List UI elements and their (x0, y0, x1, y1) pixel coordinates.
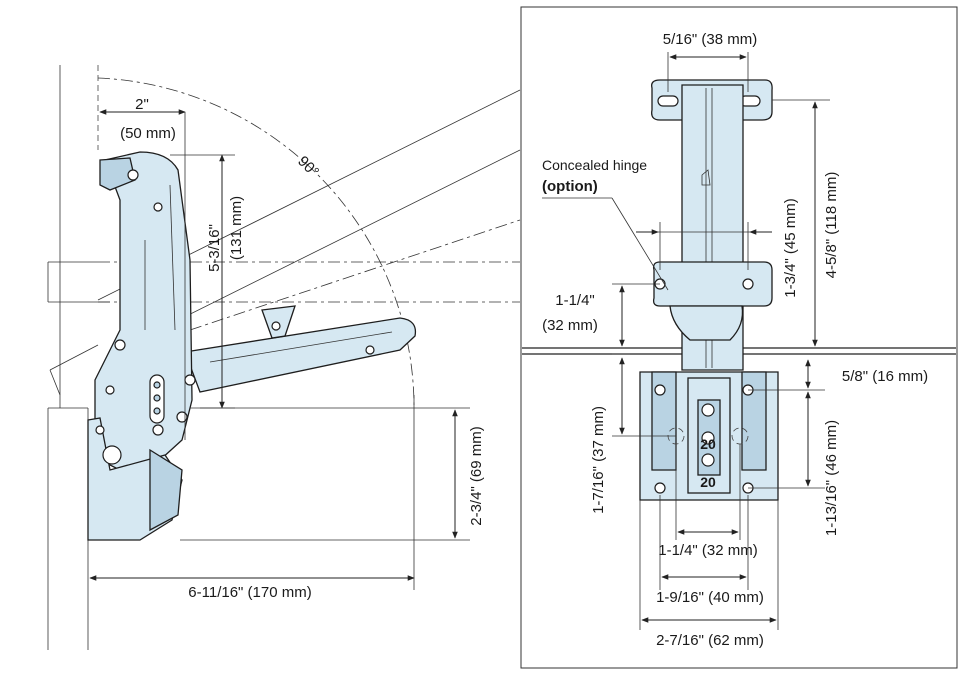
dim-width-62: 2-7/16" (62 mm) (656, 632, 764, 649)
concealed-hinge-label: Concealed hinge (542, 157, 647, 173)
dim-depth: 2-3/4" (69 mm) (468, 426, 485, 526)
dim-height-in: 5-3/16" (206, 224, 223, 272)
dim-hinge-spacing: 1-3/4" (45 mm) (782, 198, 799, 298)
plate-mark-lower: 20 (700, 474, 716, 490)
concealed-hinge-option: (option) (542, 178, 598, 195)
dim-bracket-width: 5/16" (38 mm) (663, 31, 758, 48)
dim-width-40: 1-9/16" (40 mm) (656, 589, 764, 606)
dim-gap: 5/8" (16 mm) (842, 368, 928, 385)
dim-offset-in: 1-1/4" (555, 292, 595, 309)
right-view-frame (520, 6, 958, 669)
dim-height-mm: (131 mm) (228, 196, 245, 260)
dim-base-height: 1-7/16" (37 mm) (590, 406, 607, 514)
dim-offset-mm: (32 mm) (542, 317, 598, 334)
plate-mark-upper: 20 (700, 436, 716, 452)
dim-width-32: 1-1/4" (32 mm) (658, 542, 758, 559)
dim-total-height: 4-5/8" (118 mm) (823, 172, 840, 279)
angle-label: 90° (294, 153, 322, 181)
right-front-view: 20 20 5/16" (38 mm) Concealed hinge (opt… (520, 6, 958, 669)
left-side-view: 2" (50 mm) 5-3/16" (131 mm) 90° 2-3/4" (… (47, 65, 521, 650)
dim-top-width-mm: (50 mm) (120, 125, 176, 142)
dim-top-width-in: 2" (135, 96, 149, 113)
dim-length: 6-11/16" (170 mm) (188, 584, 311, 601)
dim-hole-spacing-vertical: 1-13/16" (46 mm) (823, 420, 840, 536)
